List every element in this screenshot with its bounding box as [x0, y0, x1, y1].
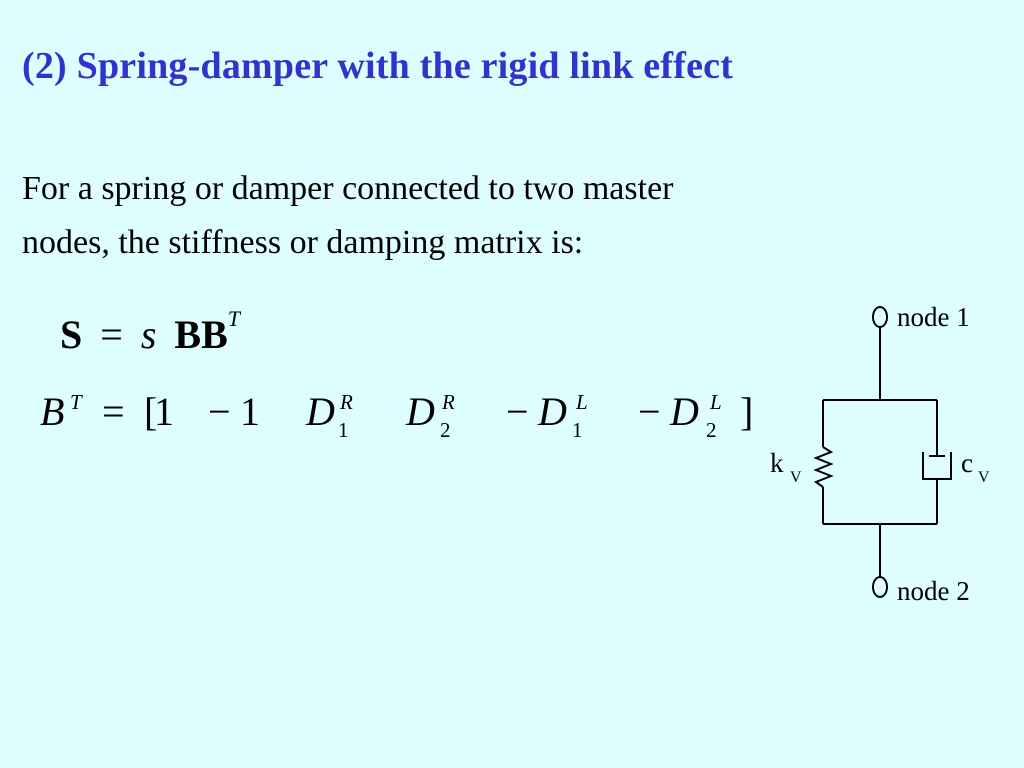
spring-label: k: [770, 448, 784, 478]
eq1-lhs: S: [60, 312, 83, 357]
eq2-entry-5-sup: L: [576, 390, 588, 414]
eq2-entry-2: 1: [240, 389, 260, 434]
node-1-terminal: [872, 306, 888, 328]
eq2-entry-3-sup: R: [340, 390, 353, 414]
eq2-lhs-sup: T: [70, 390, 82, 414]
eq2-entry-6-sign: −: [638, 389, 661, 434]
eq2-entry-4-sup: R: [442, 390, 455, 414]
eq1-superscript: T: [227, 306, 240, 331]
eq2-entry-5-symbol: D: [538, 389, 567, 434]
eq2-close-bracket: ]: [740, 389, 754, 434]
eq2-lhs: B: [40, 389, 65, 434]
spring-icon: [813, 446, 834, 488]
eq2-entry-4-sub: 2: [440, 418, 451, 442]
eq2-entry-6-sub: 2: [706, 418, 717, 442]
node-2-label: node 2: [897, 576, 970, 606]
eq1-matrix: BB: [174, 312, 228, 357]
damper-label-sub: V: [978, 469, 990, 486]
eq2-entry-6-symbol: D: [670, 389, 699, 434]
stiffness-equation: S = s BBT: [60, 306, 240, 358]
eq2-entry-5-sub: 1: [572, 418, 583, 442]
eq2-open-bracket: [: [144, 389, 158, 434]
eq2-entry-4-symbol: D: [406, 389, 435, 434]
paragraph-line-1: For a spring or damper connected to two …: [22, 170, 674, 207]
eq2-entry-1: 1: [154, 389, 174, 434]
eq1-scalar: s: [140, 312, 157, 357]
damper-label: c: [961, 448, 973, 478]
eq2-entry-3-sub: 1: [338, 418, 349, 442]
node-1-label: node 1: [897, 302, 970, 332]
eq2-entry-6-sup: L: [710, 390, 722, 414]
eq2-entry-5-sign: −: [506, 389, 529, 434]
eq1-equals: =: [100, 312, 123, 357]
spring-damper-diagram: node 1 node 2 k V c V: [770, 302, 990, 606]
eq2-entry-3-symbol: D: [306, 389, 335, 434]
node-2-terminal: [872, 576, 888, 598]
eq2-equals: =: [102, 389, 125, 434]
b-transpose-equation: B T = [ 1 − 1 D R 1 D R 2 − D L 1 − D L …: [40, 388, 760, 448]
paragraph-line-2: nodes, the stiffness or damping matrix i…: [22, 224, 584, 261]
slide-title: (2) Spring-damper with the rigid link ef…: [22, 45, 734, 87]
eq2-entry-2-sign: −: [208, 389, 231, 434]
spring-label-sub: V: [790, 469, 802, 486]
